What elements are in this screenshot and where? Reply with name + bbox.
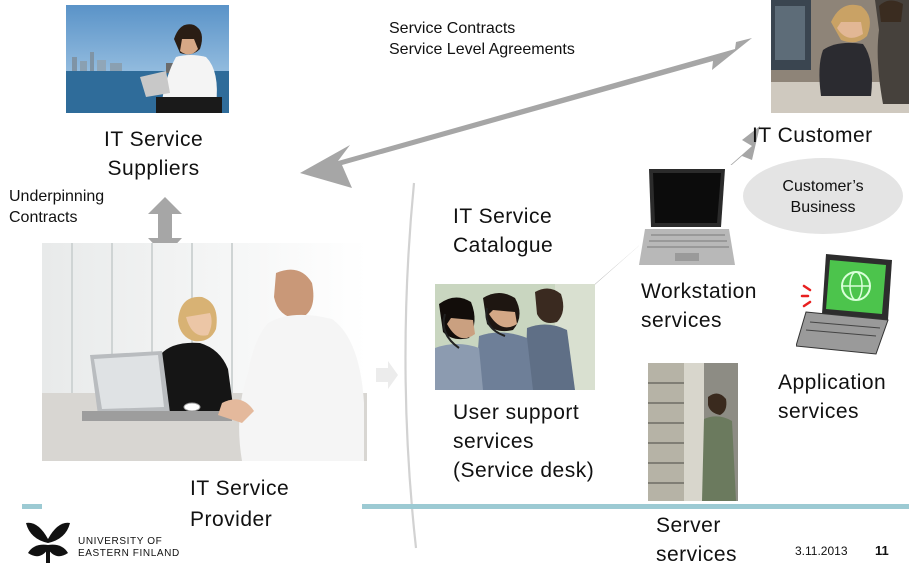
underpinning-label-line2: Contracts <box>9 209 78 226</box>
university-name: UNIVERSITY OF EASTERN FINLAND <box>78 536 180 560</box>
footer-line <box>22 504 909 509</box>
provider-photo <box>42 243 367 461</box>
provider-label-line1: IT Service <box>190 477 290 500</box>
catalogue-label: IT Service Catalogue <box>453 202 553 260</box>
catalogue-label-line2: Catalogue <box>453 234 554 257</box>
server-label-line2: services <box>656 543 738 566</box>
user-support-photo <box>435 284 595 390</box>
server-label: Server services <box>656 511 737 569</box>
contracts-arrow <box>300 38 752 188</box>
supplier-photo <box>66 5 229 113</box>
suppliers-label-line2: Suppliers <box>107 157 200 180</box>
provider-label: IT Service Provider <box>190 473 289 535</box>
server-label-line1: Server <box>656 514 721 537</box>
business-label: Customer’s Business <box>779 176 867 218</box>
contracts-label-line1: Service Contracts <box>389 20 516 37</box>
contracts-label-line2: Service Level Agreements <box>389 41 575 58</box>
user-support-label-line1: User support <box>453 401 580 424</box>
catalogue-label-line1: IT Service <box>453 205 553 228</box>
university-name-line2: EASTERN FINLAND <box>78 548 180 559</box>
workstation-label-line2: services <box>641 309 723 332</box>
application-photo <box>796 250 896 360</box>
user-support-label-line3: (Service desk) <box>453 459 595 482</box>
underpinning-label-line1: Underpinning <box>9 188 105 205</box>
workstation-label: Workstation services <box>641 277 757 335</box>
customer-label: IT Customer <box>752 124 873 147</box>
contracts-label: Service Contracts Service Level Agreemen… <box>389 18 575 60</box>
application-label-line1: Application <box>778 371 887 394</box>
application-label-line2: services <box>778 400 860 423</box>
suppliers-label-line1: IT Service <box>104 128 204 151</box>
page-number: 11 <box>875 543 889 558</box>
catalogue-divider <box>404 182 418 549</box>
workstation-photo <box>639 165 735 268</box>
business-label-line2: Business <box>790 199 856 216</box>
application-label: Application services <box>778 368 886 426</box>
footer-line-gap <box>42 500 362 512</box>
university-name-line1: UNIVERSITY OF <box>78 536 163 547</box>
user-support-label: User support services (Service desk) <box>453 398 594 485</box>
suppliers-label: IT Service Suppliers <box>104 125 203 183</box>
server-photo <box>648 363 738 501</box>
user-support-label-line2: services <box>453 430 535 453</box>
footer-date: 3.11.2013 <box>795 544 848 558</box>
business-ellipse <box>743 158 903 234</box>
provider-arrow <box>376 361 398 389</box>
university-logo-icon <box>26 522 70 563</box>
customer-photo <box>771 0 909 113</box>
workstation-label-line1: Workstation <box>641 280 757 303</box>
provider-label-line2: Provider <box>190 508 273 531</box>
underpinning-arrow <box>148 197 182 256</box>
business-label-line1: Customer’s <box>782 178 864 195</box>
underpinning-label: Underpinning Contracts <box>9 186 104 228</box>
